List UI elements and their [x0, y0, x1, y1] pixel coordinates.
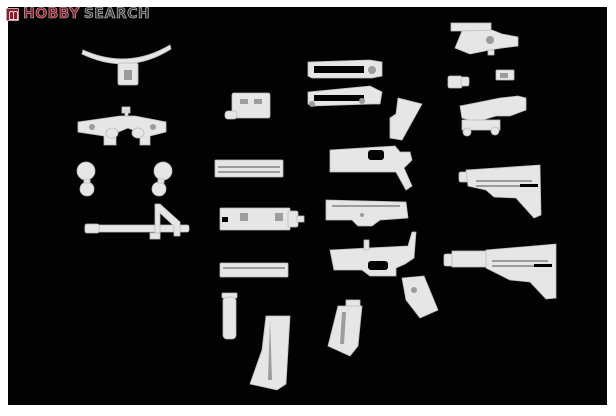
hobby-search-watermark: HOBBY SEARCH [6, 6, 150, 22]
magazine-left [249, 315, 291, 391]
carry-handle-1 [307, 59, 383, 79]
scope-small-part-2 [495, 69, 515, 81]
night-vision-mount [77, 106, 167, 146]
pistol-grip-bottom [401, 275, 439, 319]
collapsible-stock-short [458, 164, 542, 219]
barrel-with-front-sight [84, 203, 190, 240]
scope-small-part-1 [447, 75, 470, 89]
watermark-hobby: HOBBY [23, 6, 80, 23]
peq-laser-module [224, 92, 271, 120]
upper-receiver [325, 199, 409, 227]
lower-receiver-half [329, 145, 413, 191]
sling-mount-curved [81, 44, 172, 86]
pistol-grip-top [389, 97, 423, 141]
vertical-foregrip [221, 292, 238, 340]
acog-scope-mounted [459, 95, 527, 137]
lens-caps-left [76, 161, 96, 197]
magazine-short [327, 299, 363, 357]
hobby-search-logo-icon [6, 7, 19, 21]
lens-caps-right [151, 161, 173, 197]
collapsible-stock-extended [443, 243, 557, 300]
carry-handle-2 [307, 85, 383, 107]
rail-section-1 [214, 159, 284, 178]
lower-receiver [329, 231, 417, 277]
rail-section-2 [219, 262, 289, 278]
acog-scope [450, 22, 519, 56]
handguard-rail [219, 207, 305, 231]
watermark-search: SEARCH [83, 6, 151, 23]
